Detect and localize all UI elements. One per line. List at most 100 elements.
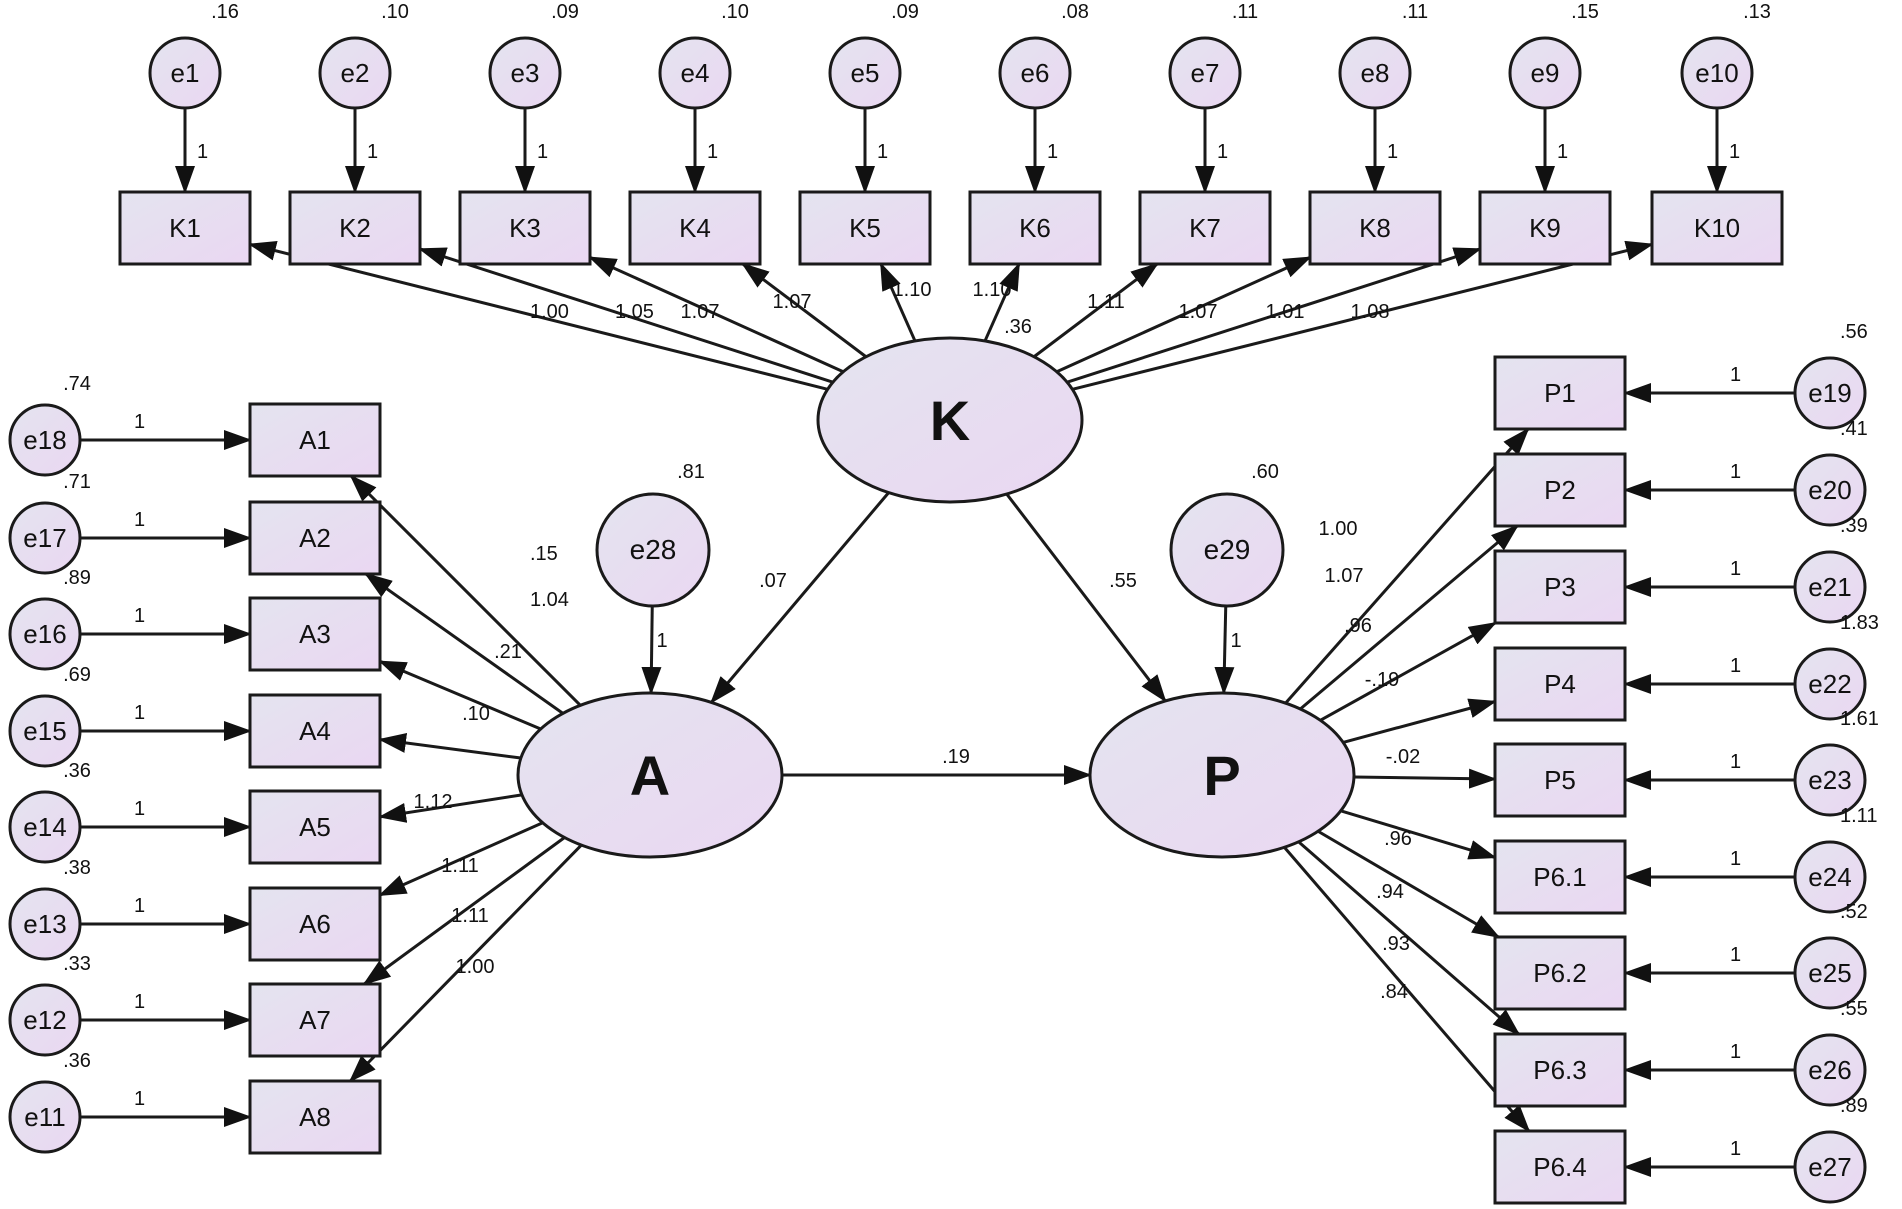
- error-label-e6: e6: [1021, 58, 1050, 88]
- error-circle-e14: [8, 790, 82, 864]
- error-circle-e12: [8, 983, 82, 1057]
- path-label-e22-to-P4: 1: [1730, 655, 1741, 677]
- error-circle-e23: [1793, 743, 1867, 817]
- latent-P: P: [1088, 691, 1356, 859]
- error-variance-e1: .16: [211, 1, 239, 23]
- path-label-A-to-A6: 1.11: [441, 855, 478, 877]
- path-P-to-P1: [1284, 427, 1530, 705]
- path-label-K-to-A: .07: [759, 570, 787, 592]
- path-label-e8-to-K8: 1: [1387, 141, 1398, 163]
- path-A-to-A2: [364, 572, 564, 715]
- path-A-to-A8: [348, 844, 583, 1083]
- error-circle-e24: [1793, 840, 1867, 914]
- error-circle-e3: [488, 36, 562, 110]
- path-label-P-to-P6.4: .84: [1380, 981, 1408, 1003]
- path-label-K-to-K2: 1.05: [615, 301, 654, 323]
- path-label-e10-to-K10: 1: [1729, 141, 1740, 163]
- path-label-e20-to-P2: 1: [1730, 461, 1741, 483]
- path-label-K-to-K3: 1.07: [681, 301, 720, 323]
- path-label-A-to-A3: .21: [494, 641, 522, 663]
- path-P-to-P3: [1319, 621, 1498, 722]
- error-variance-e3: .09: [551, 1, 579, 23]
- indicator-box-P6.2: [1493, 935, 1627, 1011]
- path-label-e4-to-K4: 1: [707, 141, 718, 163]
- label-k-variance: .36: [1004, 316, 1032, 338]
- indicator-box-K7: [1138, 190, 1272, 266]
- error-label-e14: e14: [23, 812, 66, 842]
- path-label-e29-to-P: 1: [1230, 630, 1241, 652]
- path-label-K-to-K5: 1.10: [893, 279, 932, 301]
- path-K-to-P: [1005, 493, 1167, 703]
- path-P-to-P6.2: [1317, 829, 1501, 939]
- path-A-to-A7: [362, 836, 566, 986]
- path-K-to-K3: [588, 255, 844, 374]
- error-variance-e8: .11: [1402, 1, 1428, 23]
- error-variance-e6: .08: [1061, 1, 1089, 23]
- path-e29-to-P: [1214, 605, 1235, 696]
- error-label-e23: e23: [1808, 765, 1851, 795]
- indicator-box-A7: [248, 982, 382, 1058]
- indicator-box-P5: [1493, 742, 1627, 818]
- error-circle-e29: [1169, 492, 1285, 608]
- path-label-P-to-P2: 1.07: [1325, 565, 1364, 587]
- latent-label-K: K: [930, 389, 970, 452]
- error-circle-e11: [8, 1080, 82, 1154]
- error-circle-e27: [1793, 1130, 1867, 1204]
- indicator-label-P6.4: P6.4: [1533, 1152, 1587, 1182]
- error-circle-e21: [1793, 550, 1867, 624]
- error-label-e25: e25: [1808, 958, 1851, 988]
- error-label-e4: e4: [681, 58, 710, 88]
- indicator-label-A4: A4: [299, 716, 331, 746]
- error-variance-e10: .13: [1743, 1, 1771, 23]
- indicator-box-K1: [118, 190, 252, 266]
- path-A-to-A4: [378, 733, 522, 760]
- error-circle-e9: [1508, 36, 1582, 110]
- indicator-box-A1: [248, 402, 382, 478]
- path-P-to-P5: [1353, 768, 1497, 789]
- error-label-e24: e24: [1808, 862, 1851, 892]
- path-label-P-to-P3: .96: [1344, 615, 1372, 637]
- path-label-e23-to-P5: 1: [1730, 751, 1741, 773]
- error-variance-e24: 1.11: [1840, 805, 1877, 827]
- error-label-e12: e12: [23, 1005, 66, 1035]
- path-label-e18-to-A1: 1: [134, 411, 145, 433]
- indicator-label-A6: A6: [299, 909, 331, 939]
- indicator-label-A5: A5: [299, 812, 331, 842]
- path-K-to-K7: [1033, 262, 1159, 358]
- error-variance-e29: .60: [1251, 461, 1279, 483]
- path-A-to-A3: [378, 659, 542, 731]
- indicator-label-A3: A3: [299, 619, 331, 649]
- error-variance-e13: .38: [63, 857, 91, 879]
- path-label-e13-to-A6: 1: [134, 895, 145, 917]
- path-label-A-to-A7: 1.11: [451, 905, 488, 927]
- indicator-box-K8: [1308, 190, 1442, 266]
- latent-label-A: A: [630, 744, 670, 807]
- error-variance-e21: .39: [1840, 515, 1868, 537]
- error-variance-e26: .55: [1840, 998, 1868, 1020]
- error-circle-e17: [8, 501, 82, 575]
- path-label-e17-to-A2: 1: [134, 509, 145, 531]
- indicator-box-K6: [968, 190, 1102, 266]
- error-label-e22: e22: [1808, 669, 1851, 699]
- path-label-e27-to-P6.4: 1: [1730, 1138, 1741, 1160]
- latent-ellipse-P: [1088, 691, 1356, 859]
- error-label-e21: e21: [1808, 572, 1851, 602]
- error-label-e5: e5: [851, 58, 880, 88]
- latent-label-P: P: [1203, 744, 1240, 807]
- path-label-K-to-K8: 1.07: [1179, 301, 1218, 323]
- error-circle-e16: [8, 597, 82, 671]
- indicator-box-P4: [1493, 646, 1627, 722]
- error-circle-e19: [1793, 356, 1867, 430]
- indicator-box-K3: [458, 190, 592, 266]
- error-variance-e9: .15: [1571, 1, 1599, 23]
- indicator-box-A2: [248, 500, 382, 576]
- indicator-box-A5: [248, 789, 382, 865]
- path-label-e9-to-K9: 1: [1557, 141, 1568, 163]
- path-K-to-K1: [248, 240, 828, 391]
- latent-ellipse-K: [816, 336, 1084, 504]
- path-label-e24-to-P6.1: 1: [1730, 848, 1741, 870]
- error-variance-e18: .74: [63, 373, 91, 395]
- path-label-K-to-K1: 1.00: [530, 301, 569, 323]
- latent-ellipse-A: [516, 691, 784, 859]
